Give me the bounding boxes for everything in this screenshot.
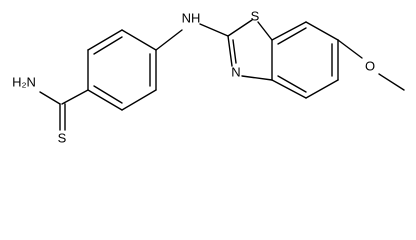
- bond-nh-c2: [199, 23, 229, 37]
- thioamide-group: [39, 89, 89, 131]
- amide-n-label: H₂N: [12, 75, 36, 90]
- bond-c-n-amide: [39, 91, 61, 105]
- bond-ring-f: [87, 89, 123, 111]
- bond-ring-nh: [155, 29, 183, 51]
- bond-c7-c6: [305, 21, 339, 41]
- bond-c2-n-2: [232, 39, 237, 64]
- bond-inner-a: [277, 27, 307, 45]
- bond-c2-n-1: [227, 35, 233, 67]
- amine-nh-label: NH: [182, 11, 201, 26]
- bond-ring-b: [87, 29, 123, 51]
- amine-linker: [155, 23, 229, 51]
- methoxy-group: [337, 39, 405, 91]
- bond-o-ch3: [378, 73, 405, 91]
- bond-c7a-c7: [271, 21, 307, 41]
- bond-c4-c3a: [271, 79, 307, 99]
- benzene-ring-right: [271, 21, 339, 99]
- thiazole-ring: [227, 19, 273, 81]
- bond-s-c7a: [257, 21, 273, 41]
- bond-c-ring: [61, 89, 89, 105]
- ether-o-label: O: [365, 59, 375, 74]
- bond-ring-inner-3: [93, 85, 123, 104]
- bond-inner-c: [277, 75, 307, 93]
- ring-s-label: S: [251, 9, 260, 24]
- bond-ring-c: [121, 29, 157, 51]
- bond-c5-c4: [305, 79, 339, 99]
- thio-s-label: S: [58, 131, 67, 146]
- molecule-structure: H₂N S NH S N O: [12, 9, 405, 146]
- bond-ring-inner-1: [93, 36, 123, 55]
- bond-n-c3a: [241, 75, 273, 81]
- ring-n-label: N: [231, 65, 240, 80]
- benzene-ring-left: [87, 29, 157, 111]
- bond-c6-o: [337, 39, 363, 59]
- bond-c2-s: [227, 19, 253, 37]
- bond-ring-e: [121, 89, 157, 111]
